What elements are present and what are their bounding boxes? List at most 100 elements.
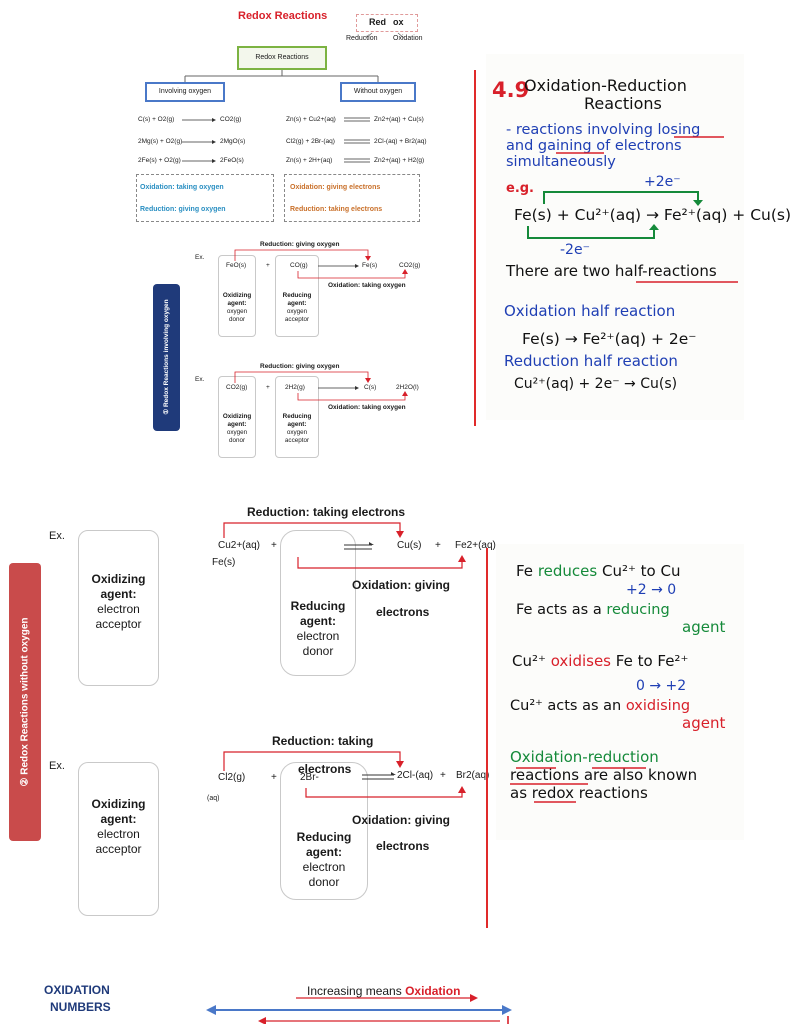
note1-title-2: Reactions [584,94,662,113]
handwritten-note-2: Fe reduces Cu²⁺ to Cu +2 → 0 Fe acts as … [496,544,744,840]
agent-line: Reducing [282,292,312,299]
note1-eg: e.g. [506,181,534,196]
top-ex2-oxidizing-agent: Oxidizing agent: oxygen donor [221,413,253,444]
redox-word-box [356,14,418,32]
left-eq-2-lhs: 2Mg(s) + O2(g) [138,138,183,145]
top-ex2-label: Ex. [195,376,205,383]
agent-line: Reducing [290,599,346,613]
note2-line-5b: reactions are also known [510,766,698,784]
left-eq-1-rhs: CO2(g) [220,116,242,123]
oxidation-highlight: Oxidation [405,984,461,998]
mid-ex2-cl-prod: 2Cl-(aq) [397,770,434,781]
agent-line: agent: [100,812,137,826]
agent-line: Oxidizing [91,572,146,586]
top-ex1-label: Ex. [195,254,205,261]
increasing-means-oxidation: Increasing means Oxidation [307,984,460,998]
agent-line: donor [308,875,340,889]
mid-ex1-reduction-label: Reduction: taking electrons [247,505,406,519]
mid-ex2-oxidation-label-1: Oxidation: giving [352,813,450,827]
note2-highlight-reducing: reducing [606,602,670,618]
top-ex2-b: 2H2(g) [285,384,305,391]
note2-text: Fe to Fe²⁺ [611,652,689,670]
note2-line-5c: as redox reactions [510,784,648,802]
note2-text: Fe [516,562,538,580]
note2-line-4: Cu²⁺ acts as an oxidising [510,698,690,714]
mid-ex2-br: 2Br- [300,772,319,783]
top-ex2-reducing-agent: Reducing agent: oxygen acceptor [277,413,317,444]
mid-ex2-oxidizing-agent: Oxidizing agent: electron acceptor [80,797,157,857]
mid-ex2-label: Ex. [49,760,65,772]
diagram-title: Redox Reactions [238,10,328,22]
agent-line: donor [228,436,246,444]
left-def-oxidation: Oxidation: taking oxygen [140,184,224,191]
note1-number: 4.9 [492,78,530,102]
note1-title-1: Oxidation-Reduction [524,76,687,95]
note2-text: Cu²⁺ acts as an [510,698,626,714]
agent-line: electron [97,827,140,841]
top-ex2-reduction-label: Reduction: giving oxygen [260,363,340,370]
right-eq-2-rhs: 2Cl-(aq) + Br2(aq) [374,138,427,145]
agent-line: acceptor [95,842,142,856]
agent-line: acceptor [284,315,310,323]
right-def-oxidation: Oxidation: giving electrons [290,184,381,191]
without-oxygen-box: Without oxygen [340,82,416,102]
note1-red-half-eq: Cu²⁺(aq) + 2e⁻ → Cu(s) [514,376,678,392]
oxidation-numbers-title-2: NUMBERS [50,1000,111,1014]
handwritten-note-1: 4.9 Oxidation-Reduction Reactions - reac… [486,54,791,420]
mid-ex1-fe-left: Fe(s) [212,557,236,568]
right-def-reduction: Reduction: taking electrons [290,206,383,213]
agent-line: oxygen [226,428,248,436]
agent-line: electron [302,860,346,874]
note2-text: Fe acts as a [516,602,607,618]
agent-line: oxygen [286,307,308,315]
top-ex2-plus: + [266,384,270,391]
agent-line: agent: [300,614,336,628]
involving-oxygen-box: Involving oxygen [145,82,225,102]
note2-text: Cu²⁺ [512,652,551,670]
top-ex1-c: Fe(s) [362,262,378,269]
note1-def-3: simultaneously [506,154,616,170]
top-ex1-d: CO2(g) [399,262,421,269]
redox-part-oxidation: Oxidation [393,35,423,42]
note2-text: Cu²⁺ to Cu [597,562,681,580]
note2-line-5a: Oxidation-reduction [510,748,659,766]
side-label-involving-oxygen-text: ① Redox Reactions involving oxygen [163,299,170,415]
mid-ex1-cu-prod: Cu(s) [397,540,422,551]
note2-line-1: Fe reduces Cu²⁺ to Cu [516,562,680,580]
side-label-without-oxygen-text: ② Redox Reactions without oxygen [19,617,31,787]
agent-line: Reducing [296,830,352,844]
note1-equation: Fe(s) + Cu²⁺(aq) → Fe²⁺(aq) + Cu(s) [514,206,791,224]
right-eq-3-lhs: Zn(s) + 2H+(aq) [286,157,333,164]
top-ex1-oxidizing-agent: Oxidizing agent: oxygen donor [221,292,253,323]
mid-ex1-oxidation-label-1: Oxidation: giving [352,578,450,592]
note2-line-2b: agent [682,618,726,636]
agent-line: agent: [287,420,307,428]
top-ex1-plus: + [266,262,270,269]
redox-part-reduction: Reduction [346,35,378,42]
agent-line: electron [97,602,140,616]
redox-word-ox: ox [393,17,404,27]
agent-line: Oxidizing [91,797,146,811]
left-eq-3-lhs: 2Fe(s) + O2(g) [138,157,181,164]
top-ex1-a: FeO(s) [226,262,247,269]
note1-red-half-title: Reduction half reaction [504,352,678,370]
redox-word-red: Red [369,17,387,27]
divider-red-2 [486,548,488,928]
mid-ex1-plus2: + [435,540,441,551]
mid-ex1-reducing-agent: Reducing agent: electron donor [280,599,356,659]
agent-line: Oxidizing [222,292,252,299]
note1-minus2e: -2e⁻ [560,242,590,258]
left-def-reduction: Reduction: giving oxygen [140,206,226,213]
mid-ex1-fe-prod: Fe2+(aq) [455,540,496,551]
top-ex1-reducing-agent: Reducing agent: oxygen acceptor [277,292,317,323]
agent-line: acceptor [95,617,142,631]
left-eq-2-rhs: 2MgO(s) [220,138,246,145]
mid-ex2-cl2: Cl2(g) [218,772,246,783]
top-ex1-b: CO(g) [290,262,308,269]
note1-ox-half-eq: Fe(s) → Fe²⁺(aq) + 2e⁻ [522,330,697,348]
mid-ex2-reduction-label-1: Reduction: taking [272,734,374,748]
top-ex2-oxidation-label: Oxidation: taking oxygen [328,404,406,411]
mid-ex1-label: Ex. [49,530,65,542]
agent-line: agent: [227,420,247,428]
left-eq-1-lhs: C(s) + O2(g) [138,116,175,123]
